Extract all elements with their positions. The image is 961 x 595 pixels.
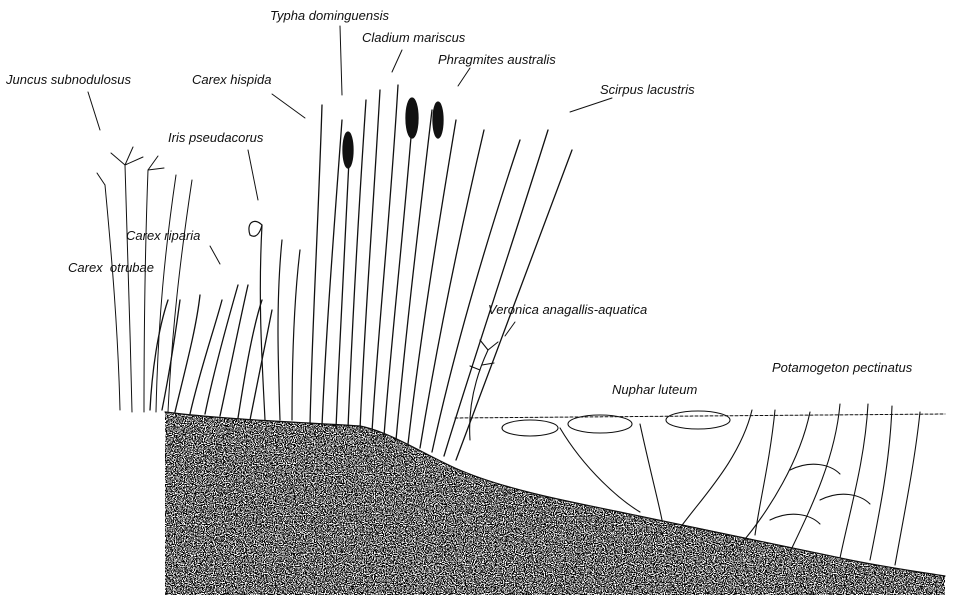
label-potamogeton: Potamogeton pectinatus — [772, 360, 913, 375]
label-veronica: Veronica anagallis-aquatica — [488, 302, 647, 317]
label-iris: Iris pseudacorus — [168, 130, 264, 145]
label-carex-otrubae: Carex otrubae — [68, 260, 154, 275]
bank-ground — [165, 412, 945, 595]
leader-carex-hispida — [272, 94, 305, 118]
leader-lines — [88, 26, 612, 336]
leader-cladium — [392, 50, 402, 72]
reed-bed — [310, 85, 572, 460]
leader-carex-riparia — [210, 246, 220, 264]
potamogeton-plants — [740, 404, 920, 565]
label-phragmites: Phragmites australis — [438, 52, 556, 67]
label-scirpus: Scirpus lacustris — [600, 82, 695, 97]
leader-juncus — [88, 92, 100, 130]
leader-typha — [340, 26, 342, 95]
water-surface-line — [455, 414, 945, 418]
label-typha: Typha dominguensis — [270, 8, 389, 23]
label-cladium: Cladium mariscus — [362, 30, 466, 45]
label-juncus: Juncus subnodulosus — [5, 72, 132, 87]
label-carex-hispida: Carex hispida — [192, 72, 272, 87]
label-carex-riparia: Carex riparia — [126, 228, 200, 243]
juncus-plant — [97, 147, 192, 412]
leader-scirpus — [570, 98, 612, 112]
leader-phragmites — [458, 68, 470, 86]
label-nuphar: Nuphar luteum — [612, 382, 697, 397]
veronica-plant — [470, 340, 498, 440]
leader-iris — [248, 150, 258, 200]
